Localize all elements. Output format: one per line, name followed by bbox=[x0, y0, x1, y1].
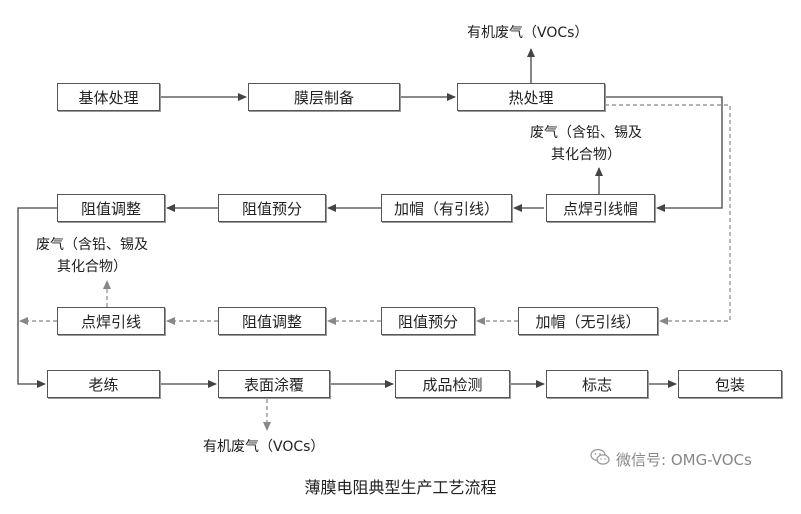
node-packing: 包装 bbox=[678, 370, 782, 398]
node-presort-1: 阻值预分 bbox=[218, 194, 326, 222]
node-coating: 表面涂覆 bbox=[218, 370, 330, 398]
node-aging: 老练 bbox=[47, 370, 160, 398]
wechat-icon bbox=[590, 448, 610, 470]
node-film-prep: 膜层制备 bbox=[248, 83, 400, 111]
emission-lead-1-line1: 废气（含铅、锡及 bbox=[530, 125, 642, 141]
emission-lead-1-line2: 其化合物） bbox=[551, 147, 621, 163]
emission-lead-2-line1: 废气（含铅、锡及 bbox=[36, 237, 148, 253]
watermark-text: 微信号: OMG-VOCs bbox=[616, 450, 752, 469]
emission-lead-1: 废气（含铅、锡及 其化合物） bbox=[530, 122, 642, 166]
node-weld-lead: 点焊引线 bbox=[57, 307, 165, 335]
arrow-heat-capnolead bbox=[605, 104, 731, 325]
emission-lead-2: 废气（含铅、锡及 其化合物） bbox=[36, 234, 148, 278]
arrow-heat-weldcap bbox=[605, 96, 723, 212]
node-heat-treat: 热处理 bbox=[457, 83, 605, 111]
node-cap-nolead: 加帽（无引线） bbox=[518, 307, 658, 335]
emission-lead-2-line2: 其化合物） bbox=[57, 259, 127, 275]
arrow-adjust1-aging bbox=[17, 207, 57, 388]
node-adjust-1: 阻值调整 bbox=[57, 194, 165, 222]
emission-voc-heat: 有机废气（VOCs） bbox=[467, 25, 589, 41]
node-cap-lead: 加帽（有引线） bbox=[381, 194, 512, 222]
emission-voc-coating: 有机废气（VOCs） bbox=[203, 439, 325, 455]
node-inspect: 成品检测 bbox=[395, 370, 510, 398]
node-adjust-2: 阻值调整 bbox=[218, 307, 326, 335]
node-substrate: 基体处理 bbox=[57, 83, 160, 111]
node-marking: 标志 bbox=[546, 370, 648, 398]
watermark: 微信号: OMG-VOCs bbox=[590, 448, 752, 470]
node-presort-2: 阻值预分 bbox=[381, 307, 475, 335]
node-weld-cap: 点焊引线帽 bbox=[546, 194, 655, 222]
diagram-caption: 薄膜电阻典型生产工艺流程 bbox=[304, 478, 497, 497]
